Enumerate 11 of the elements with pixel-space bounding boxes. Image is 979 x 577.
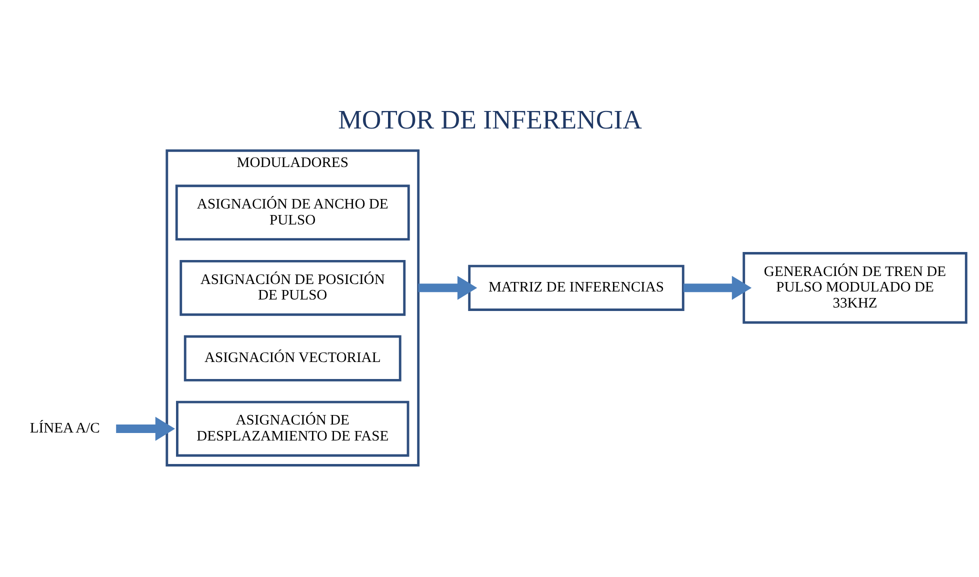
node-box: MATRIZ DE INFERENCIAS xyxy=(468,264,684,311)
node-box: ASIGNACIÓN DE ANCHO DE PULSO xyxy=(174,184,410,241)
diagram-title: MOTOR DE INFERENCIA xyxy=(338,104,642,134)
node-box: GENERACIÓN DE TREN DE PULSO MODULADO DE 33KHZ xyxy=(742,252,967,324)
arrow xyxy=(683,276,752,300)
node-box: ASIGNACIÓN VECTORIAL xyxy=(183,335,401,382)
node-box: ASIGNACIÓN DE DESPLAZAMIENTO DE FASE xyxy=(176,400,409,457)
arrow xyxy=(116,416,175,441)
node-text: LÍNEA A/C xyxy=(29,420,100,437)
node-box: ASIGNACIÓN DE POSICIÓN DE PULSO xyxy=(179,260,406,316)
arrow xyxy=(418,276,477,300)
